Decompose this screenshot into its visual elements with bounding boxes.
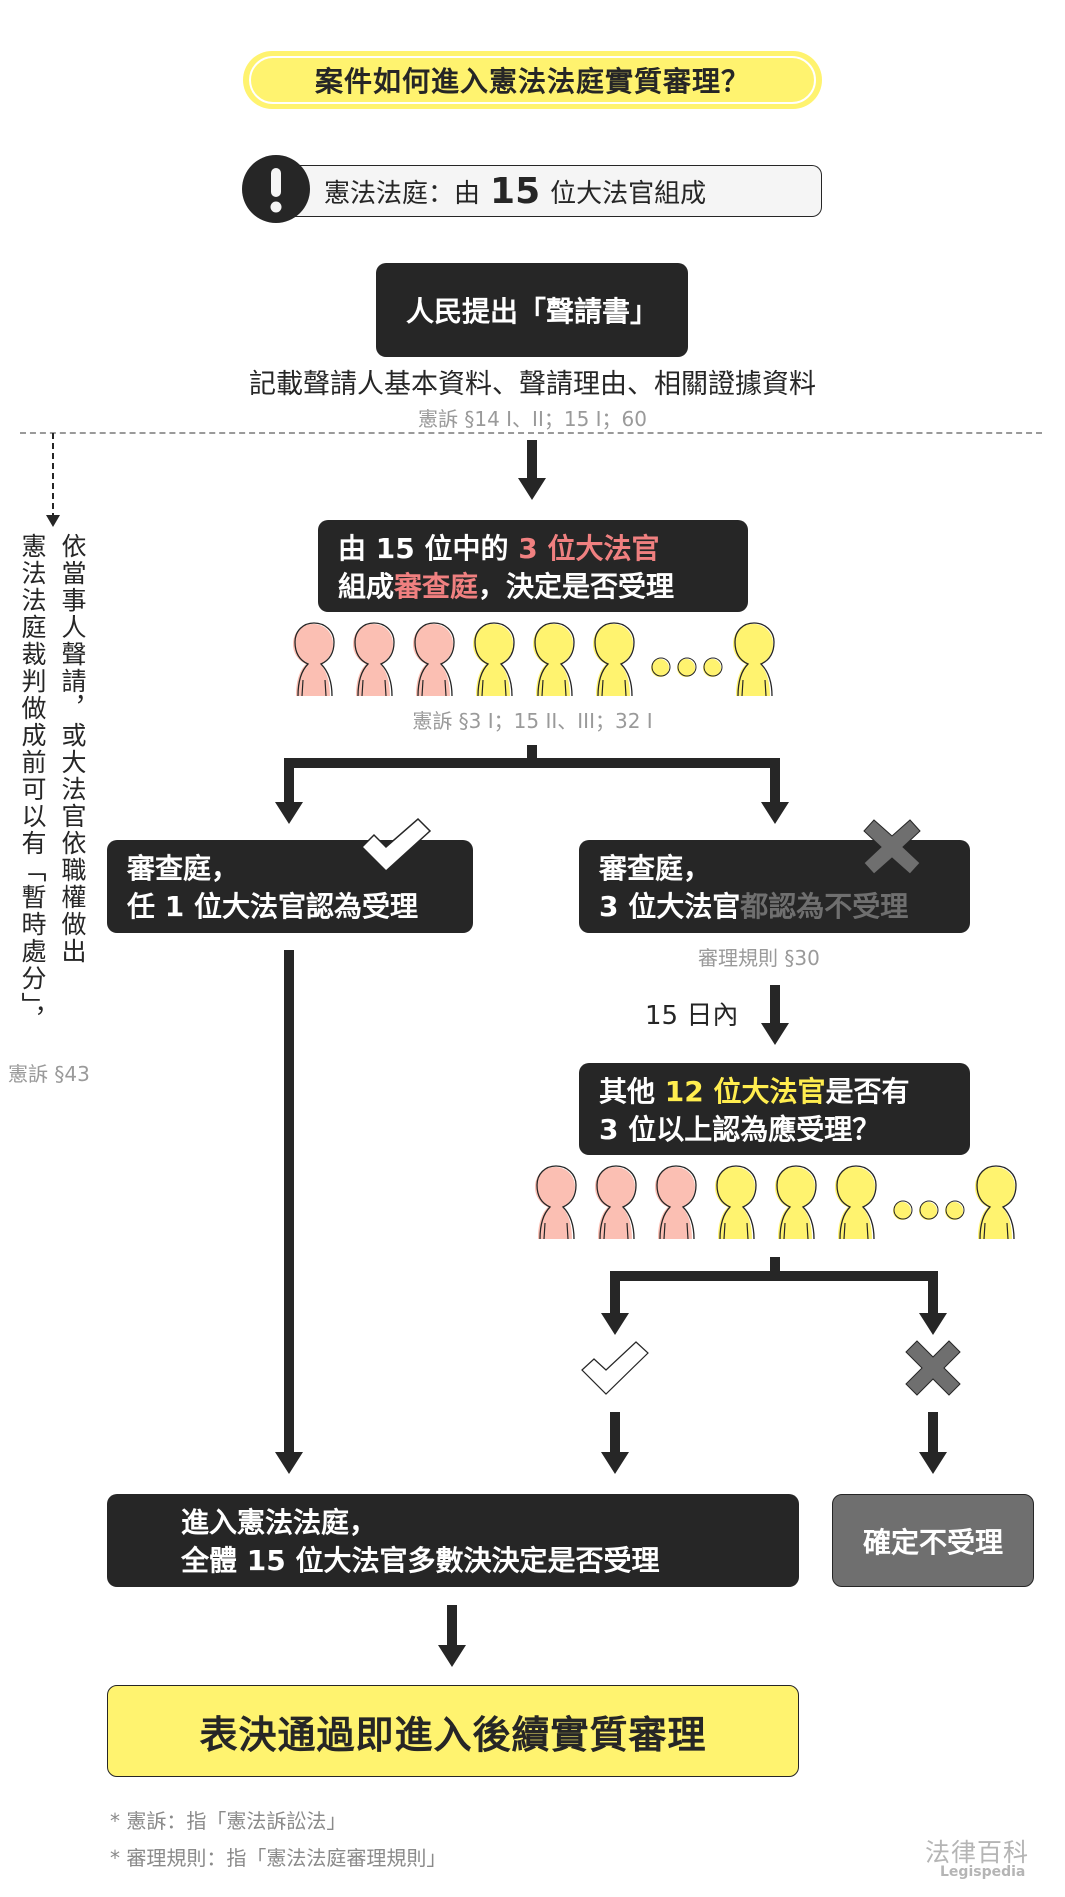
branch-right-shaft	[928, 1271, 938, 1315]
highlight-review-panel: 審查庭	[394, 570, 479, 603]
branch-right-shaft	[770, 758, 780, 806]
full-court-box: 進入憲法法庭， 全體 15 位大法官多數決決定是否受理	[107, 1494, 799, 1587]
arrow-down-icon	[275, 802, 303, 824]
branch-stem	[527, 745, 537, 767]
arrow-shaft	[928, 1412, 938, 1454]
arrow-down-icon	[761, 1023, 789, 1045]
justice-icon-yellow	[533, 622, 575, 697]
justice-icon-pink	[595, 1165, 637, 1240]
justice-icon-pink	[353, 622, 395, 697]
footnote-1: * 憲訴：指「憲法訴訟法」	[110, 1809, 347, 1833]
alert-number: 15	[490, 170, 541, 212]
justice-icon-pink	[293, 622, 335, 697]
arrow-down-icon	[46, 515, 60, 527]
justice-icon-yellow	[975, 1165, 1017, 1240]
checkmark-outline-icon	[581, 1341, 649, 1395]
logo-name: 法律百科	[925, 1838, 1030, 1867]
branch-horizontal	[284, 758, 780, 768]
branch-left-shaft	[610, 1271, 620, 1315]
cross-icon	[863, 819, 921, 875]
page-title: 案件如何進入憲法法庭實質審理？	[249, 56, 816, 104]
arrow-down-icon	[761, 802, 789, 824]
ellipsis-icon	[893, 1200, 965, 1220]
side-note-column-2: 憲法法庭裁判做成前可以有「暫時處分」，	[18, 533, 47, 1034]
rejected-box: 確定不受理	[832, 1494, 1034, 1587]
reject-citation: 審理規則 §30	[698, 946, 820, 970]
ellipsis-icon	[651, 657, 723, 677]
alert-suffix: 位大法官組成	[550, 178, 707, 209]
exclamation-icon	[242, 155, 310, 223]
arrow-down-icon	[601, 1452, 629, 1474]
arrow-down-icon	[919, 1452, 947, 1474]
checkmark-icon	[360, 817, 432, 873]
final-result-box: 表決通過即進入後續實質審理	[107, 1685, 799, 1777]
petition-citation: 憲訴 §14 I、II；15 I；60	[417, 407, 647, 431]
arrow-down-icon	[438, 1645, 466, 1667]
full-court-line-1: 進入憲法法庭，	[181, 1506, 378, 1539]
other-justices-line-1: 其他 12 位大法官是否有	[599, 1075, 910, 1108]
accept-box: 審查庭， 任 1 位大法官認為受理	[107, 840, 473, 933]
justice-icon-yellow	[473, 622, 515, 697]
reject-box: 審查庭， 3 位大法官都認為不受理	[579, 840, 970, 933]
petition-box: 人民提出「聲請書」	[376, 263, 688, 357]
cross-icon	[905, 1340, 961, 1396]
branch-horizontal	[610, 1271, 938, 1281]
branch-stem	[770, 1257, 780, 1277]
justice-icon-yellow	[775, 1165, 817, 1240]
footnote-2: * 審理規則：指「憲法法庭審理規則」	[110, 1846, 447, 1870]
review-panel-line-2: 組成審查庭，決定是否受理	[338, 570, 675, 603]
arrow-down-icon	[601, 1313, 629, 1335]
full-court-line-2: 全體 15 位大法官多數決決定是否受理	[181, 1544, 660, 1577]
accept-line-1: 審查庭，	[127, 852, 240, 885]
highlight-3-justices: 3 位大法官	[518, 532, 660, 565]
justice-icon-yellow	[593, 622, 635, 697]
arrow-shaft	[447, 1605, 457, 1647]
arrow-shaft	[527, 440, 537, 480]
other-justices-box: 其他 12 位大法官是否有 3 位以上認為應受理？	[579, 1063, 970, 1155]
side-note-citation: 憲訴 §43	[8, 1062, 90, 1086]
arrow-down-icon	[275, 1452, 303, 1474]
justice-icon-yellow	[835, 1165, 877, 1240]
title-banner: 案件如何進入憲法法庭實質審理？	[243, 51, 822, 109]
dashed-connector	[52, 433, 54, 519]
accept-line-2: 任 1 位大法官認為受理	[127, 890, 418, 923]
highlight-reject: 都認為不受理	[740, 890, 909, 923]
logo-subtitle: Legispedia	[940, 1864, 1026, 1880]
accept-long-arrow-shaft	[284, 950, 294, 1455]
alert-prefix: 憲法法庭：由	[324, 178, 481, 209]
alert-bar: 憲法法庭：由 15 位大法官組成	[288, 165, 822, 217]
review-panel-citation: 憲訴 §3 I；15 II、III；32 I	[412, 709, 653, 733]
arrow-down-icon	[919, 1313, 947, 1335]
other-justices-line-2: 3 位以上認為應受理？	[599, 1113, 881, 1146]
justice-icon-pink	[413, 622, 455, 697]
review-panel-line-1: 由 15 位中的 3 位大法官	[338, 532, 660, 565]
petition-description: 記載聲請人基本資料、聲請理由、相關證據資料	[249, 369, 816, 400]
justice-icon-yellow	[733, 622, 775, 697]
highlight-12-justices: 12 位大法官	[664, 1075, 826, 1108]
arrow-shaft	[770, 985, 780, 1025]
branch-left-shaft	[284, 758, 294, 806]
justice-icon-pink	[655, 1165, 697, 1240]
side-note-column-1: 依當事人聲請，或大法官依職權做出	[58, 533, 87, 965]
reject-line-1: 審查庭，	[599, 852, 712, 885]
arrow-down-icon	[518, 478, 546, 500]
justice-icon-pink	[535, 1165, 577, 1240]
dashed-divider	[20, 432, 1042, 434]
deadline-label: 15 日內	[645, 1001, 739, 1031]
arrow-shaft	[610, 1412, 620, 1454]
reject-line-2: 3 位大法官都認為不受理	[599, 890, 909, 923]
review-panel-box: 由 15 位中的 3 位大法官 組成審查庭，決定是否受理	[318, 520, 748, 612]
justice-icon-yellow	[715, 1165, 757, 1240]
